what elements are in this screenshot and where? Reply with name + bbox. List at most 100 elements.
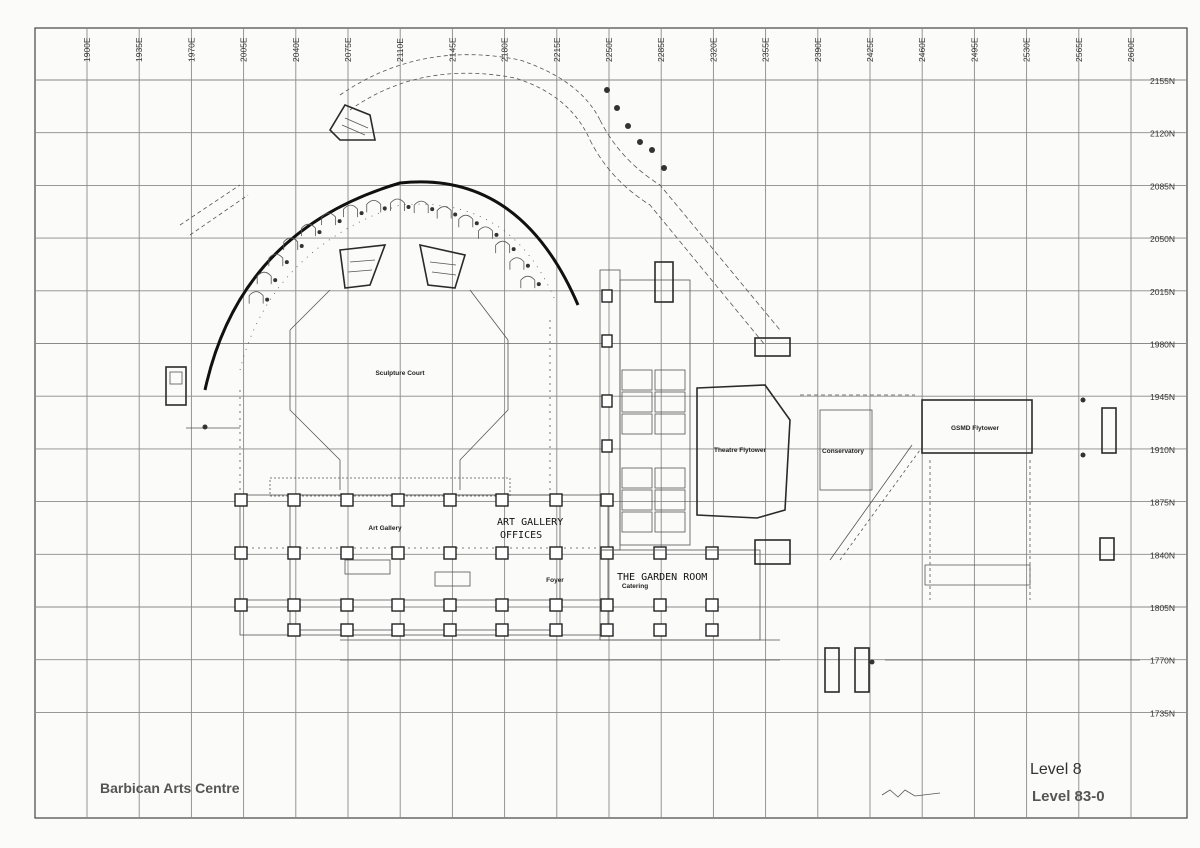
stair-block-north: [328, 104, 376, 141]
level-handwritten: Level 8: [1030, 761, 1082, 778]
column: [653, 546, 667, 560]
structural-columns: [234, 289, 719, 637]
east-wing-rooms: [599, 261, 791, 641]
arcade-bay: [301, 223, 316, 237]
sculpture-court-label: Sculpture Court: [375, 370, 425, 377]
northing-label: 1735N: [1150, 708, 1175, 718]
art-gallery-label: Art Gallery: [368, 525, 402, 532]
arcade-bay: [390, 198, 405, 212]
northing-label: 2085N: [1150, 181, 1175, 191]
dressing-room: [654, 413, 686, 435]
arcade-bay: [366, 199, 382, 213]
art-gallery-handwritten-note: ART GALLERY: [497, 517, 563, 528]
column: [340, 546, 354, 560]
column-dot: [637, 139, 643, 145]
column-dot: [625, 123, 631, 129]
arcade-column-dot: [494, 232, 499, 237]
catering-label: Catering: [622, 583, 648, 590]
arcade-bay: [256, 271, 272, 285]
northing-label: 2120N: [1150, 129, 1175, 139]
northing-label: 1980N: [1150, 340, 1175, 350]
easting-label: 2040E: [291, 37, 301, 62]
easting-label: 2005E: [239, 37, 249, 62]
column: [391, 493, 405, 507]
easting-label: 2390E: [813, 37, 823, 62]
arcade-bay: [248, 291, 264, 304]
easting-label: 2075E: [343, 37, 353, 62]
easting-label: 2495E: [969, 37, 979, 62]
dressing-room: [654, 511, 686, 533]
column-dot: [614, 105, 620, 111]
scale-bar-icon: [881, 789, 941, 798]
dressing-room: [654, 369, 686, 391]
easting-label: 2285E: [656, 37, 666, 62]
column-dot: [649, 147, 655, 153]
dressing-room: [654, 391, 686, 413]
theatre-flytower: [696, 384, 791, 519]
arcade-column-dot: [382, 206, 387, 211]
arcade-bay: [520, 275, 536, 289]
northing-label: 1875N: [1150, 498, 1175, 508]
column: [705, 546, 719, 560]
dressing-room: [654, 467, 686, 489]
arcade-bay: [495, 240, 511, 254]
column: [601, 289, 613, 303]
arcade-column-dot: [273, 278, 278, 283]
column: [601, 334, 613, 348]
court-stair-towers: [339, 243, 467, 289]
column: [549, 546, 563, 560]
arcade-bay: [413, 200, 429, 214]
northing-label: 1910N: [1150, 445, 1175, 455]
east-service-elements: [824, 397, 1117, 693]
easting-label: 1900E: [82, 37, 92, 62]
arcade-bay: [458, 214, 474, 228]
dressing-room: [621, 369, 653, 391]
column: [234, 546, 248, 560]
column: [601, 439, 613, 453]
column-dots-north: [604, 87, 667, 171]
art-gallery-block: [239, 477, 780, 661]
column: [234, 598, 248, 612]
column-dot: [661, 165, 667, 171]
arcade-column-dot: [317, 230, 322, 235]
arcade-column-dot: [359, 211, 364, 216]
easting-label: 2565E: [1074, 37, 1084, 62]
arcade-bay: [321, 212, 337, 226]
northing-label: 1805N: [1150, 603, 1175, 613]
arcade-column-dot: [511, 247, 516, 252]
gsmd-flytower: [885, 399, 1140, 661]
northing-label: 1945N: [1150, 392, 1175, 402]
sheet-border: [34, 27, 1188, 819]
column: [495, 493, 509, 507]
column: [495, 623, 509, 637]
column: [705, 623, 719, 637]
arcade-column-dot: [474, 221, 479, 226]
column: [443, 623, 457, 637]
northing-label: 1770N: [1150, 656, 1175, 666]
garden-room-handwritten-note: THE GARDEN ROOM: [617, 572, 707, 583]
gsmd-flytower-label: GSMD Flytower: [951, 425, 1000, 432]
column: [443, 493, 457, 507]
dressing-room: [621, 391, 653, 413]
dressing-room: [621, 413, 653, 435]
column: [601, 394, 613, 408]
arcade-bay: [509, 257, 525, 270]
easting-label: 2180E: [500, 37, 510, 62]
column: [495, 598, 509, 612]
arcade-column-dot: [284, 260, 289, 265]
column: [287, 546, 301, 560]
northing-label: 2050N: [1150, 234, 1175, 244]
easting-label: 2250E: [604, 37, 614, 62]
column: [600, 546, 614, 560]
column: [391, 623, 405, 637]
west-stair-core: [165, 366, 240, 430]
arcade-column-dot: [525, 263, 530, 268]
dressing-room: [621, 511, 653, 533]
column: [705, 598, 719, 612]
sheet-title: Barbican Arts Centre: [100, 780, 240, 796]
dressing-room: [654, 489, 686, 511]
column: [549, 623, 563, 637]
easting-label: 2530E: [1022, 37, 1032, 62]
theatre-flytower-label: Theatre Flytower: [714, 447, 766, 454]
easting-label: 2425E: [865, 37, 875, 62]
